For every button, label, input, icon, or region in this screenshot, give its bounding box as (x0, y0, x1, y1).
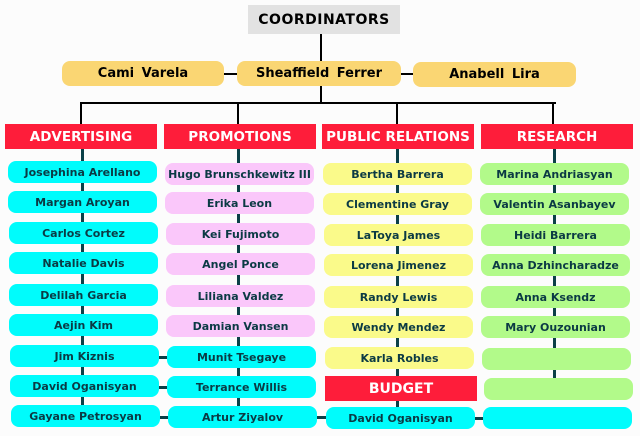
dept-advertising[interactable]: ADVERTISING (5, 124, 157, 149)
member-promotions-shared[interactable]: Artur Ziyalov (168, 406, 317, 428)
member-research[interactable]: Anna Dzhincharadze (481, 254, 630, 276)
dept-research[interactable]: RESEARCH (481, 124, 633, 149)
member-promotions[interactable]: Angel Ponce (166, 253, 315, 275)
member-advertising[interactable]: Carlos Cortez (9, 222, 158, 244)
member-advertising[interactable]: Margan Aroyan (8, 191, 157, 213)
coordinators-title: COORDINATORS (248, 5, 400, 34)
connector (396, 102, 398, 124)
member-advertising[interactable]: Josephina Arellano (8, 161, 157, 183)
connector (320, 86, 322, 102)
member-advertising[interactable]: Natalie Davis (9, 252, 158, 274)
connector (401, 73, 414, 75)
coordinator-sheaffield-ferrer[interactable]: Sheaffield Ferrer (237, 61, 401, 86)
member-advertising[interactable]: Delilah Garcia (9, 284, 158, 306)
member-budget[interactable]: David Oganisyan (326, 407, 475, 429)
dept-budget[interactable]: BUDGET (325, 376, 477, 401)
member-promotions[interactable]: Erika Leon (165, 192, 314, 214)
member-public-relations[interactable]: Wendy Mendez (324, 316, 473, 338)
member-research[interactable]: Mary Ouzounian (481, 316, 630, 338)
member-promotions-shared[interactable]: Munit Tsegaye (167, 346, 316, 368)
connector (473, 417, 485, 420)
member-research[interactable]: Valentin Asanbayev (480, 193, 629, 215)
connector (80, 102, 556, 104)
connector (158, 356, 170, 359)
coordinator-cami-varela[interactable]: Cami Varela (62, 61, 224, 86)
member-public-relations[interactable]: Clementine Gray (323, 193, 472, 215)
member-advertising[interactable]: Gayane Petrosyan (11, 405, 160, 427)
connector (237, 102, 239, 124)
connector (237, 149, 240, 414)
member-public-relations[interactable]: Bertha Barrera (323, 163, 472, 185)
dept-public-relations[interactable]: PUBLIC RELATIONS (322, 124, 474, 149)
connector (81, 149, 84, 414)
connector (80, 102, 82, 124)
member-promotions[interactable]: Hugo Brunschkewitz III (165, 163, 314, 185)
connector (320, 34, 322, 63)
member-promotions[interactable]: Kei Fujimoto (166, 223, 315, 245)
connector (224, 73, 238, 75)
member-research-empty[interactable] (482, 348, 631, 370)
member-research[interactable]: Marina Andriasyan (480, 163, 629, 185)
member-research[interactable]: Anna Ksendz (481, 286, 630, 308)
member-research[interactable]: Heidi Barrera (481, 224, 630, 246)
member-advertising[interactable]: Aejin Kim (9, 314, 158, 336)
member-advertising[interactable]: Jim Kiznis (10, 345, 159, 367)
connector (396, 149, 399, 411)
member-promotions-shared[interactable]: Terrance Willis (167, 376, 316, 398)
member-public-relations[interactable]: Lorena Jimenez (324, 254, 473, 276)
dept-promotions[interactable]: PROMOTIONS (164, 124, 316, 149)
connector (552, 102, 554, 124)
connector (158, 386, 170, 389)
member-public-relations[interactable]: LaToya James (324, 224, 473, 246)
member-research-shared-empty[interactable] (483, 407, 632, 429)
connector (160, 416, 170, 419)
member-public-relations[interactable]: Randy Lewis (324, 286, 473, 308)
coordinator-anabell-lira[interactable]: Anabell Lira (413, 62, 576, 87)
member-advertising[interactable]: David Oganisyan (10, 375, 159, 397)
connector (316, 416, 326, 419)
member-research-empty[interactable] (484, 378, 633, 400)
member-promotions[interactable]: Liliana Valdez (166, 285, 315, 307)
member-promotions[interactable]: Damian Vansen (166, 315, 315, 337)
member-public-relations[interactable]: Karla Robles (325, 347, 474, 369)
